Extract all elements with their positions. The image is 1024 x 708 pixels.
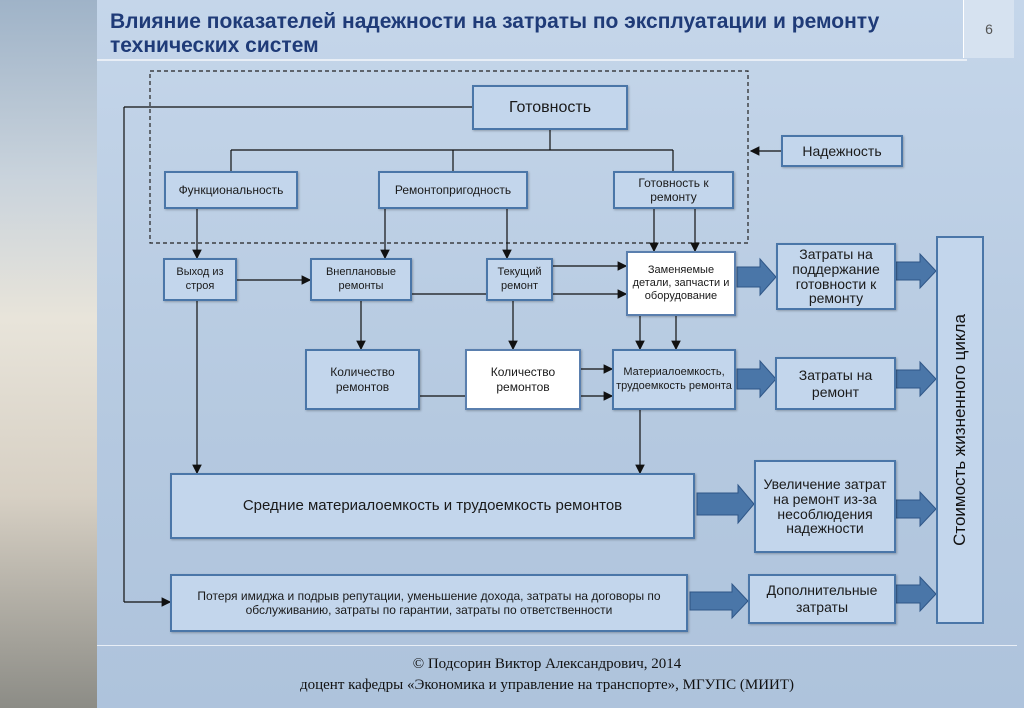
footer-divider: [97, 645, 1017, 646]
node-stoimost: Стоимость жизненного цикла: [936, 236, 984, 624]
node-tekushchiy-remont: Текущий ремонт: [486, 258, 553, 301]
background-photo: [0, 0, 97, 708]
node-zamenyaemye-detali: Заменяемые детали, запчасти и оборудован…: [626, 251, 736, 316]
node-uvelichenie: Увеличение затрат на ремонт из-за несобл…: [754, 460, 896, 553]
node-zatraty-remont: Затраты на ремонт: [775, 357, 896, 410]
node-kolichestvo-remontov-1: Количество ремонтов: [305, 349, 420, 410]
node-stoimost-label: Стоимость жизненного цикла: [950, 314, 969, 546]
node-srednie: Средние материалоемкость и трудоемкость …: [170, 473, 695, 539]
slide-title: Влияние показателей надежности на затрат…: [110, 10, 880, 57]
node-vyhod-iz-stroya: Выход из строя: [163, 258, 237, 301]
title-underline: [97, 59, 967, 61]
node-gotovnost: Готовность: [472, 85, 628, 130]
page-number: 6: [963, 0, 1014, 58]
footer-copyright: © Подсорин Виктор Александрович, 2014: [412, 656, 682, 672]
node-nadezhnost: Надежность: [781, 135, 903, 167]
footer-affiliation: доцент кафедры «Экономика и управление н…: [299, 677, 795, 693]
node-funktsionalnost: Функциональность: [164, 171, 298, 209]
node-materialoemkost: Материалоемкость, трудоемкость ремонта: [612, 349, 736, 410]
node-gotovnost-k-remontu: Готовность к ремонту: [613, 171, 734, 209]
node-kolichestvo-remontov-2: Количество ремонтов: [465, 349, 581, 410]
node-dopolnitelnye: Дополнительные затраты: [748, 574, 896, 624]
node-vneplanovye-remonty: Внеплановые ремонты: [310, 258, 412, 301]
node-poterya: Потеря имиджа и подрыв репутации, уменьш…: [170, 574, 688, 632]
node-zatraty-gotovnost: Затраты на поддержание готовности к ремо…: [776, 243, 896, 310]
dashed-frame: [149, 70, 749, 244]
node-remontoprigodnost: Ремонтопригодность: [378, 171, 528, 209]
